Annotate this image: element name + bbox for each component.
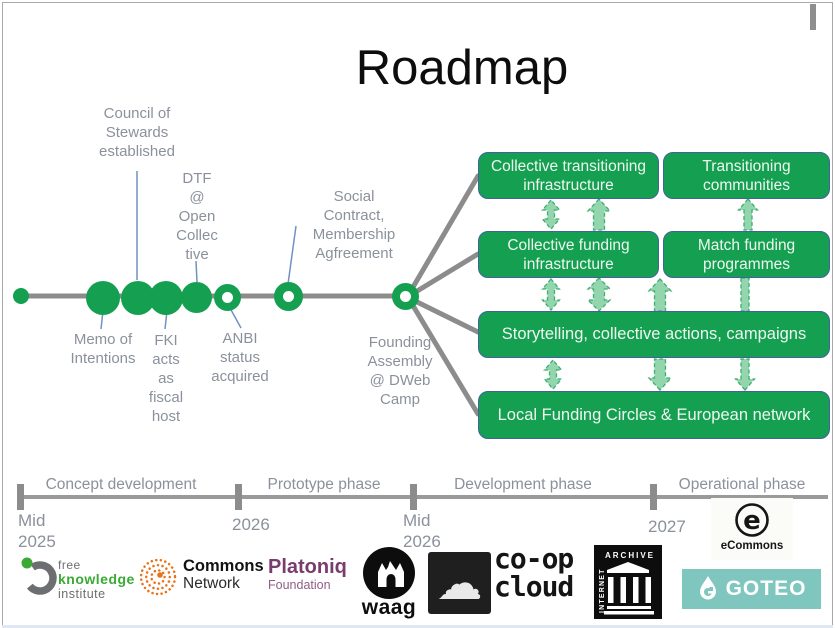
timeline-dot-dtf bbox=[181, 282, 212, 313]
arrow-shaft-passthrough bbox=[740, 277, 750, 312]
commons-network-logo-text: Commons Network bbox=[183, 557, 264, 593]
arrow-down-2 bbox=[734, 358, 756, 391]
timeline-ring-social bbox=[274, 282, 303, 311]
commons-network-logo-icon bbox=[139, 558, 177, 596]
window-edge bbox=[2, 625, 833, 628]
phase-label-prototype: Prototype phase bbox=[267, 476, 381, 493]
box-storytelling-campaigns: Storytelling, collective actions, campai… bbox=[478, 311, 830, 358]
fki-line-free: free bbox=[58, 558, 81, 572]
timeline-dot-fki bbox=[149, 281, 183, 315]
phase-date-2027: 2027 bbox=[648, 517, 686, 536]
phase-label-development: Development phase bbox=[454, 476, 592, 493]
fki-logo-icon bbox=[21, 557, 57, 595]
box-transitioning-communities: Transitioning communities bbox=[663, 152, 830, 199]
phase-date-mid2026: Mid 2026 bbox=[403, 511, 441, 551]
phase-label-operational: Operational phase bbox=[678, 476, 806, 493]
archive-text: ARCHIVE bbox=[605, 551, 655, 560]
internet-archive-logo: ARCHIVE INTERNET bbox=[594, 545, 662, 619]
ecommons-logo-icon: e bbox=[735, 503, 769, 537]
waag-logo-text: waag bbox=[361, 596, 417, 619]
waag-logo-icon bbox=[363, 547, 415, 599]
connector-dtf bbox=[195, 260, 198, 283]
box-local-funding-circles: Local Funding Circles & European network bbox=[478, 391, 830, 439]
ecommons-logo-bg bbox=[711, 498, 793, 560]
fki-line-knowledge: knowledge bbox=[58, 571, 135, 587]
arrow-updown-2 bbox=[541, 277, 561, 312]
goteo-droplet-icon bbox=[699, 576, 716, 600]
milestone-social-contract: Social Contract, Membership Agfreement bbox=[312, 188, 396, 262]
milestone-council-of-stewards: Council of Stewards established bbox=[99, 105, 175, 160]
milestone-founding-assembly: Founding Assembly @ DWeb Camp bbox=[367, 334, 433, 408]
phase-timeline-line bbox=[20, 495, 828, 499]
fki-logo-text: free knowledge institute bbox=[58, 559, 135, 601]
milestone-memo-of-intentions: Memo of Intentions bbox=[70, 331, 136, 367]
fki-line-institute: institute bbox=[58, 587, 106, 601]
timeline-dot-start bbox=[13, 288, 29, 304]
waag-castle-icon bbox=[378, 561, 404, 587]
fan-line-2 bbox=[406, 251, 481, 299]
phase-date-mid2025: Mid 2025 bbox=[18, 511, 56, 551]
box-collective-funding-infrastructure: Collective funding infrastructure bbox=[478, 231, 659, 278]
phase-date-2026: 2026 bbox=[232, 515, 270, 534]
timeline-dot-memo bbox=[86, 281, 120, 315]
timeline-ring-founding-node bbox=[392, 283, 419, 310]
arrow-up-1 bbox=[586, 198, 612, 231]
arrow-up-2 bbox=[737, 198, 759, 231]
platoniq-logo: Platoniq Foundation bbox=[268, 556, 347, 592]
commons-network-line1: Commons bbox=[183, 557, 264, 575]
arrow-updown-3 bbox=[586, 277, 612, 312]
box-collective-transitioning-infrastructure: Collective transitioning infrastructure bbox=[478, 152, 659, 199]
milestone-anbi-status: ANBI status acquired bbox=[211, 330, 269, 385]
milestone-fki-fiscal-host: FKI acts as fiscal host bbox=[148, 332, 184, 425]
commons-network-line2: Network bbox=[183, 575, 240, 592]
box-match-funding-programmes: Match funding programmes bbox=[663, 231, 830, 278]
phase-label-concept: Concept development bbox=[45, 476, 197, 493]
phase-tick-mid2025 bbox=[17, 484, 24, 510]
goteo-logo-text: GOTEO bbox=[725, 577, 807, 600]
milestone-dtf-open-collective: DTF @ Open Collec tive bbox=[176, 170, 218, 263]
goteo-logo: GOTEO bbox=[682, 569, 821, 609]
scrollbar-fragment bbox=[810, 4, 816, 30]
platoniq-name: Platoniq bbox=[268, 556, 347, 578]
fan-line-4 bbox=[406, 296, 481, 417]
internet-text: INTERNET bbox=[599, 568, 606, 613]
fan-line-3 bbox=[406, 295, 481, 335]
cloud-icon: ☁ bbox=[436, 556, 483, 610]
ecommons-logo-text: eCommons bbox=[720, 540, 784, 552]
coop-cloud-logo-text: co-op cloud bbox=[494, 542, 574, 603]
svg-text:e: e bbox=[743, 506, 761, 536]
phase-tick-2026 bbox=[235, 484, 242, 510]
arrow-updown-4 bbox=[543, 358, 563, 391]
connector-anbi bbox=[229, 307, 242, 329]
timeline-ring-anbi bbox=[214, 284, 241, 311]
page-title: Roadmap bbox=[355, 41, 569, 95]
connector-social bbox=[287, 225, 297, 285]
coop-cloud-logo-icon: ☁ bbox=[428, 552, 491, 614]
platoniq-sub: Foundation bbox=[268, 578, 331, 592]
arrow-updown-1 bbox=[541, 198, 561, 231]
arrow-up-3 bbox=[647, 278, 673, 312]
phase-tick-2027 bbox=[650, 484, 657, 510]
fan-line-1 bbox=[406, 173, 481, 297]
arrow-down-1 bbox=[647, 358, 673, 391]
phase-tick-mid2026 bbox=[410, 484, 417, 510]
